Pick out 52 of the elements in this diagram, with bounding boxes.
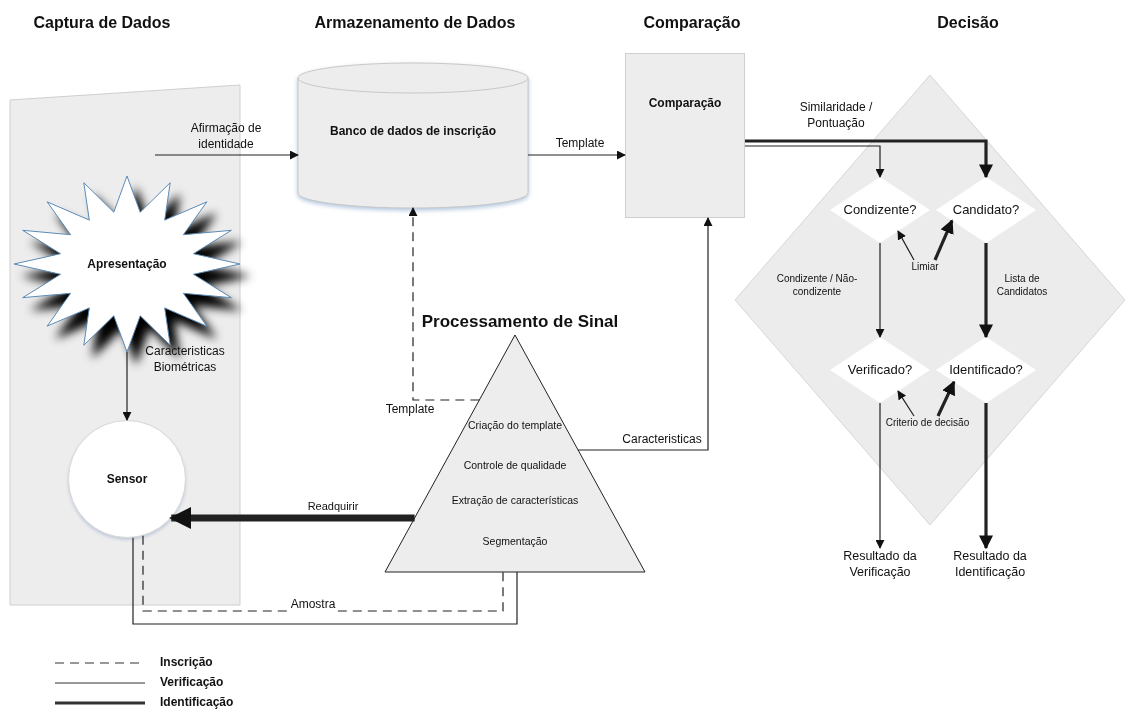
edge-label: Template xyxy=(384,402,436,418)
arrow xyxy=(744,145,885,178)
legend-label: Identificação xyxy=(160,695,234,709)
arrow xyxy=(527,150,626,160)
node-label: Verificado? xyxy=(846,361,914,379)
edge-label: Caracteristicas Biométricas xyxy=(144,344,226,376)
comparison-box xyxy=(625,53,745,218)
result-label: Resultado da Identificação xyxy=(932,548,1048,581)
section-heading: Processamento de Sinal xyxy=(421,312,619,332)
stage-label: Criação do template xyxy=(468,419,562,431)
edge-label: Caracteristicas xyxy=(621,432,703,448)
arrow xyxy=(122,351,132,421)
thick-arrow xyxy=(933,219,954,261)
node-label: Apresentação xyxy=(86,256,168,272)
edge-label: Lista de Candidatos xyxy=(995,272,1049,298)
column-heading: Armazenamento de Dados xyxy=(314,14,516,32)
thick-arrow xyxy=(745,139,993,179)
thick-arrow xyxy=(936,380,956,417)
node-label: Sensor xyxy=(105,471,149,487)
result-label: Resultado da Verificação xyxy=(825,548,935,581)
criterion-label: Criterio de decisão xyxy=(880,416,975,429)
arrow xyxy=(897,230,915,261)
column-heading: Captura de Dados xyxy=(33,14,171,32)
thick-arrow xyxy=(979,243,993,339)
column-heading: Decisão xyxy=(937,14,999,32)
node-label: Candidato? xyxy=(951,201,1021,219)
column-heading: Comparação xyxy=(643,14,741,32)
stage-label: Controle de qualidade xyxy=(463,459,567,471)
dashed-connector xyxy=(408,207,480,401)
node-label: Condizente? xyxy=(842,201,918,219)
arrow xyxy=(577,217,713,451)
edge-label: Amostra xyxy=(288,597,338,613)
node-label: Banco de dados de inscrição xyxy=(328,123,498,139)
arrow xyxy=(154,150,299,160)
edge-label: Readquirir xyxy=(306,498,360,514)
edge-label: Condizente / Não-condizente xyxy=(775,272,859,298)
edge-label: Similaridade / Pontuação xyxy=(798,100,874,132)
stage-label: Segmentação xyxy=(482,535,548,547)
dashed-connector xyxy=(142,535,504,612)
arrow xyxy=(875,242,885,338)
arrow xyxy=(897,390,915,417)
node-label: Comparação xyxy=(647,95,723,111)
thick-arrow xyxy=(979,403,993,550)
legend-label: Inscrição xyxy=(160,655,213,669)
threshold-label: Limiar xyxy=(906,260,944,273)
edge-label: Template xyxy=(554,136,606,152)
edge-label: Afirmação de identidade xyxy=(189,121,263,153)
arrow xyxy=(875,402,885,549)
legend-label: Verificação xyxy=(160,675,224,689)
node-label: Identificado? xyxy=(948,361,1024,379)
stage-label: Extração de características xyxy=(451,494,579,506)
thick-arrow xyxy=(169,507,415,529)
